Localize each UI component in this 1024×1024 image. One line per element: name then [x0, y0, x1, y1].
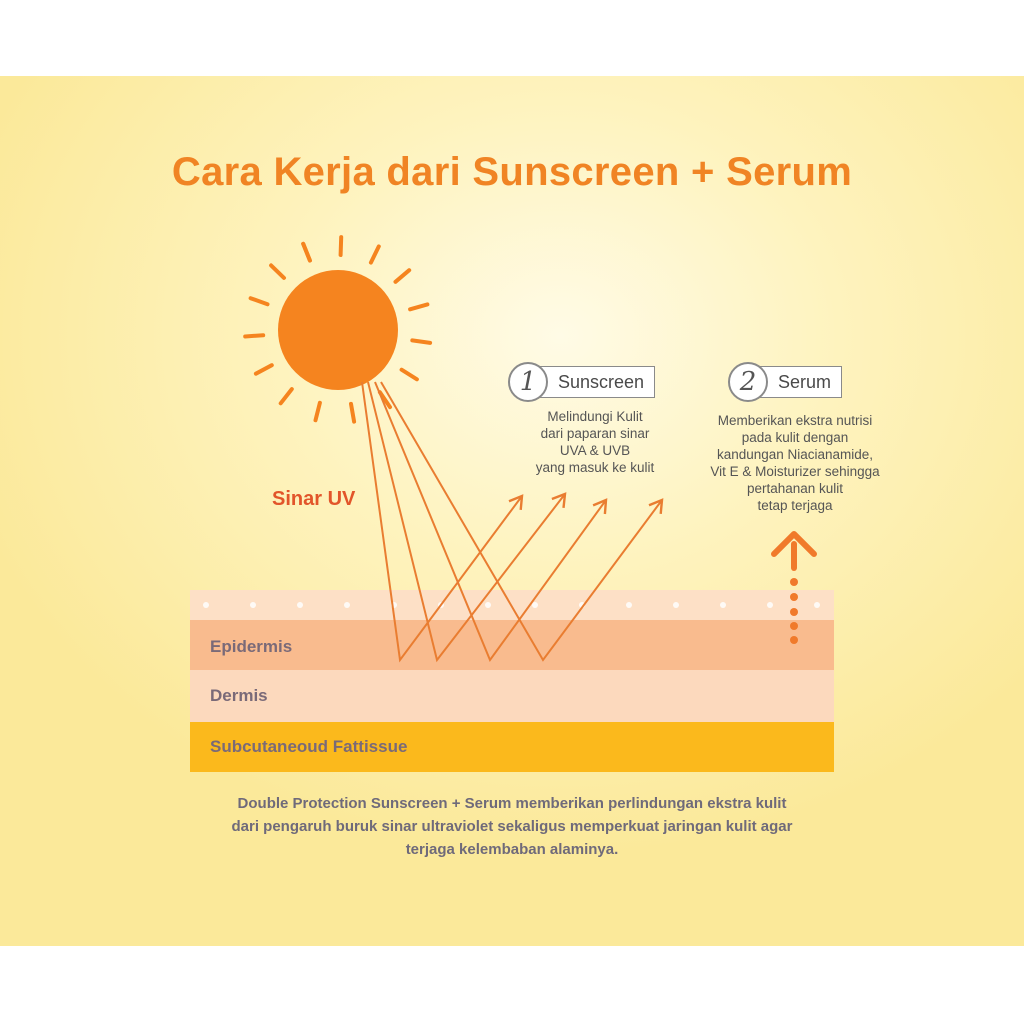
step-2-description: Memberikan ekstra nutrisi pada kulit den…: [710, 413, 880, 513]
uv-ray: [380, 381, 663, 662]
sun-ray-dash: [393, 268, 412, 284]
uv-ray: [367, 381, 566, 663]
uv-ray: [361, 381, 523, 663]
step-1-number: 1: [508, 362, 548, 402]
serum-up-arrow: [771, 531, 817, 644]
uv-ray-arrowhead: [648, 498, 664, 515]
sun-ray-dash: [349, 401, 357, 424]
surface-dot: [673, 602, 679, 608]
sun-icon: [278, 270, 398, 390]
subcutaneous-layer: [190, 722, 834, 772]
surface-dot: [532, 602, 538, 608]
step-2-number: 2: [728, 362, 768, 402]
step-1-label: Sunscreen: [534, 366, 656, 398]
surface-dot: [250, 602, 256, 608]
dermis-layer: [190, 670, 834, 722]
uv-ray: [374, 381, 607, 663]
sun-ray-dash: [377, 390, 392, 410]
footer-text: Double Protection Sunscreen + Serum memb…: [231, 795, 793, 858]
infographic-panel: Cara Kerja dari Sunscreen + Serum Sinar …: [0, 76, 1024, 946]
step-1-description: Melindungi Kulit dari paparan sinar UVA …: [535, 409, 655, 475]
uv-ray-lines: [361, 381, 664, 663]
sun-ray-dash: [408, 302, 430, 312]
sun-ray-dash: [269, 263, 286, 280]
uv-label: Sinar UV: [272, 488, 356, 510]
surface-dot: [297, 602, 303, 608]
sun-ray-dash: [410, 338, 433, 345]
sun-ray-dash: [338, 235, 344, 257]
surface-dot: [767, 602, 773, 608]
uv-ray-arrowhead: [551, 492, 567, 509]
uv-ray-arrowhead: [508, 494, 524, 511]
surface-dot: [814, 602, 820, 608]
step-2-label: Serum: [754, 366, 843, 398]
surface-dot: [626, 602, 632, 608]
sun-rays: [243, 235, 433, 424]
sun-ray-dash: [301, 241, 312, 263]
surface-dot: [344, 602, 350, 608]
sun-ray-dash: [313, 400, 322, 423]
surface-dot: [485, 602, 491, 608]
sun-ray-dash: [248, 296, 270, 307]
uv-ray-arrowhead: [592, 498, 608, 515]
sun-ray-dash: [253, 363, 274, 376]
skin-surface-dots: [203, 602, 820, 608]
skin-layers: [190, 590, 834, 772]
surface-dot: [203, 602, 209, 608]
sun-ray-dash: [399, 367, 419, 382]
sun-ray-dash: [243, 333, 266, 339]
sun-ray-dash: [278, 387, 294, 406]
subcutaneous-label: Subcutaneoud Fattissue: [210, 737, 408, 756]
surface-dot: [720, 602, 726, 608]
skin-diagram: [190, 235, 834, 772]
page-title: Cara Kerja dari Sunscreen + Serum: [171, 150, 853, 194]
dermis-label: Dermis: [210, 686, 268, 705]
epidermis-label: Epidermis: [210, 637, 293, 656]
sun-ray-dash: [368, 244, 381, 265]
